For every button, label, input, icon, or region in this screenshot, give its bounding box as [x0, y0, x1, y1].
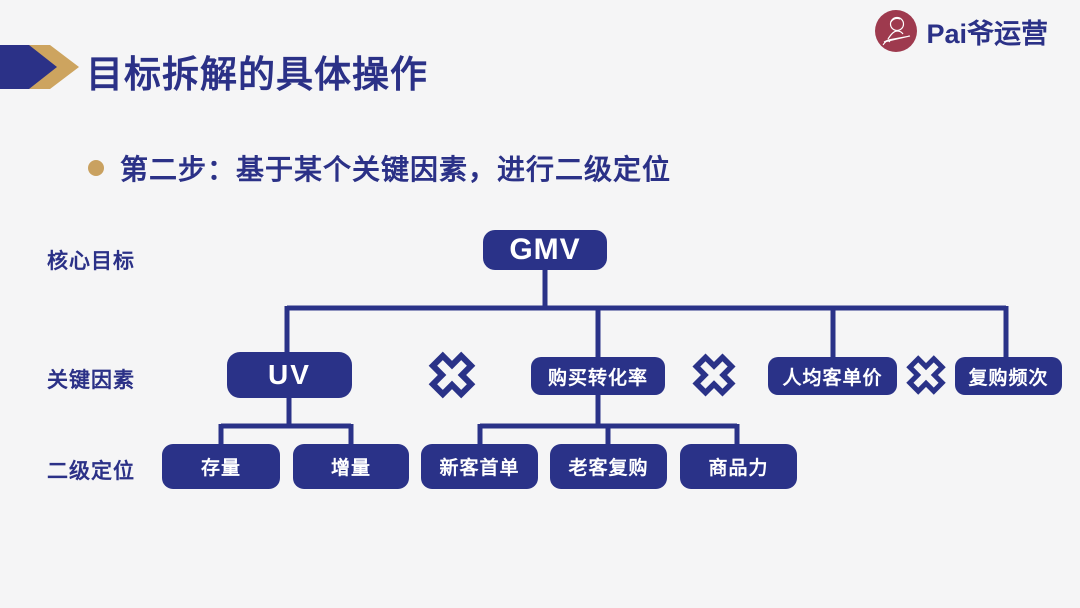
- page-title: 目标拆解的具体操作: [86, 54, 428, 95]
- row-label-secondary-positioning: 二级定位: [47, 460, 135, 483]
- bullet-dot-icon: [88, 160, 104, 176]
- step-line: 第二步：基于某个关键因素，进行二级定位: [88, 148, 671, 188]
- brand-name: Pai爷运营: [926, 18, 1048, 49]
- multiply-icon: [692, 353, 736, 397]
- node-repurchase-frequency: 复购频次: [955, 357, 1062, 395]
- node-conversion-rate: 购买转化率: [531, 357, 665, 395]
- node-incremental-traffic: 增量: [293, 444, 409, 489]
- row-label-key-factors: 关键因素: [47, 369, 135, 392]
- node-existing-traffic: 存量: [162, 444, 280, 489]
- brand-logo: Pai爷运营: [874, 9, 1048, 53]
- title-chevron-icon: [0, 45, 80, 89]
- node-avg-order-value: 人均客单价: [768, 357, 897, 395]
- node-product-power: 商品力: [680, 444, 797, 489]
- node-returning-customer-repurchase: 老客复购: [550, 444, 667, 489]
- multiply-icon: [906, 355, 946, 395]
- node-new-customer-first-order: 新客首单: [421, 444, 538, 489]
- multiply-icon: [428, 351, 476, 399]
- node-gmv: GMV: [483, 230, 607, 270]
- node-uv: UV: [227, 352, 352, 398]
- brand-logo-icon: [875, 10, 918, 52]
- step-text: 第二步：基于某个关键因素，进行二级定位: [120, 154, 672, 185]
- row-label-core-goal: 核心目标: [47, 250, 135, 273]
